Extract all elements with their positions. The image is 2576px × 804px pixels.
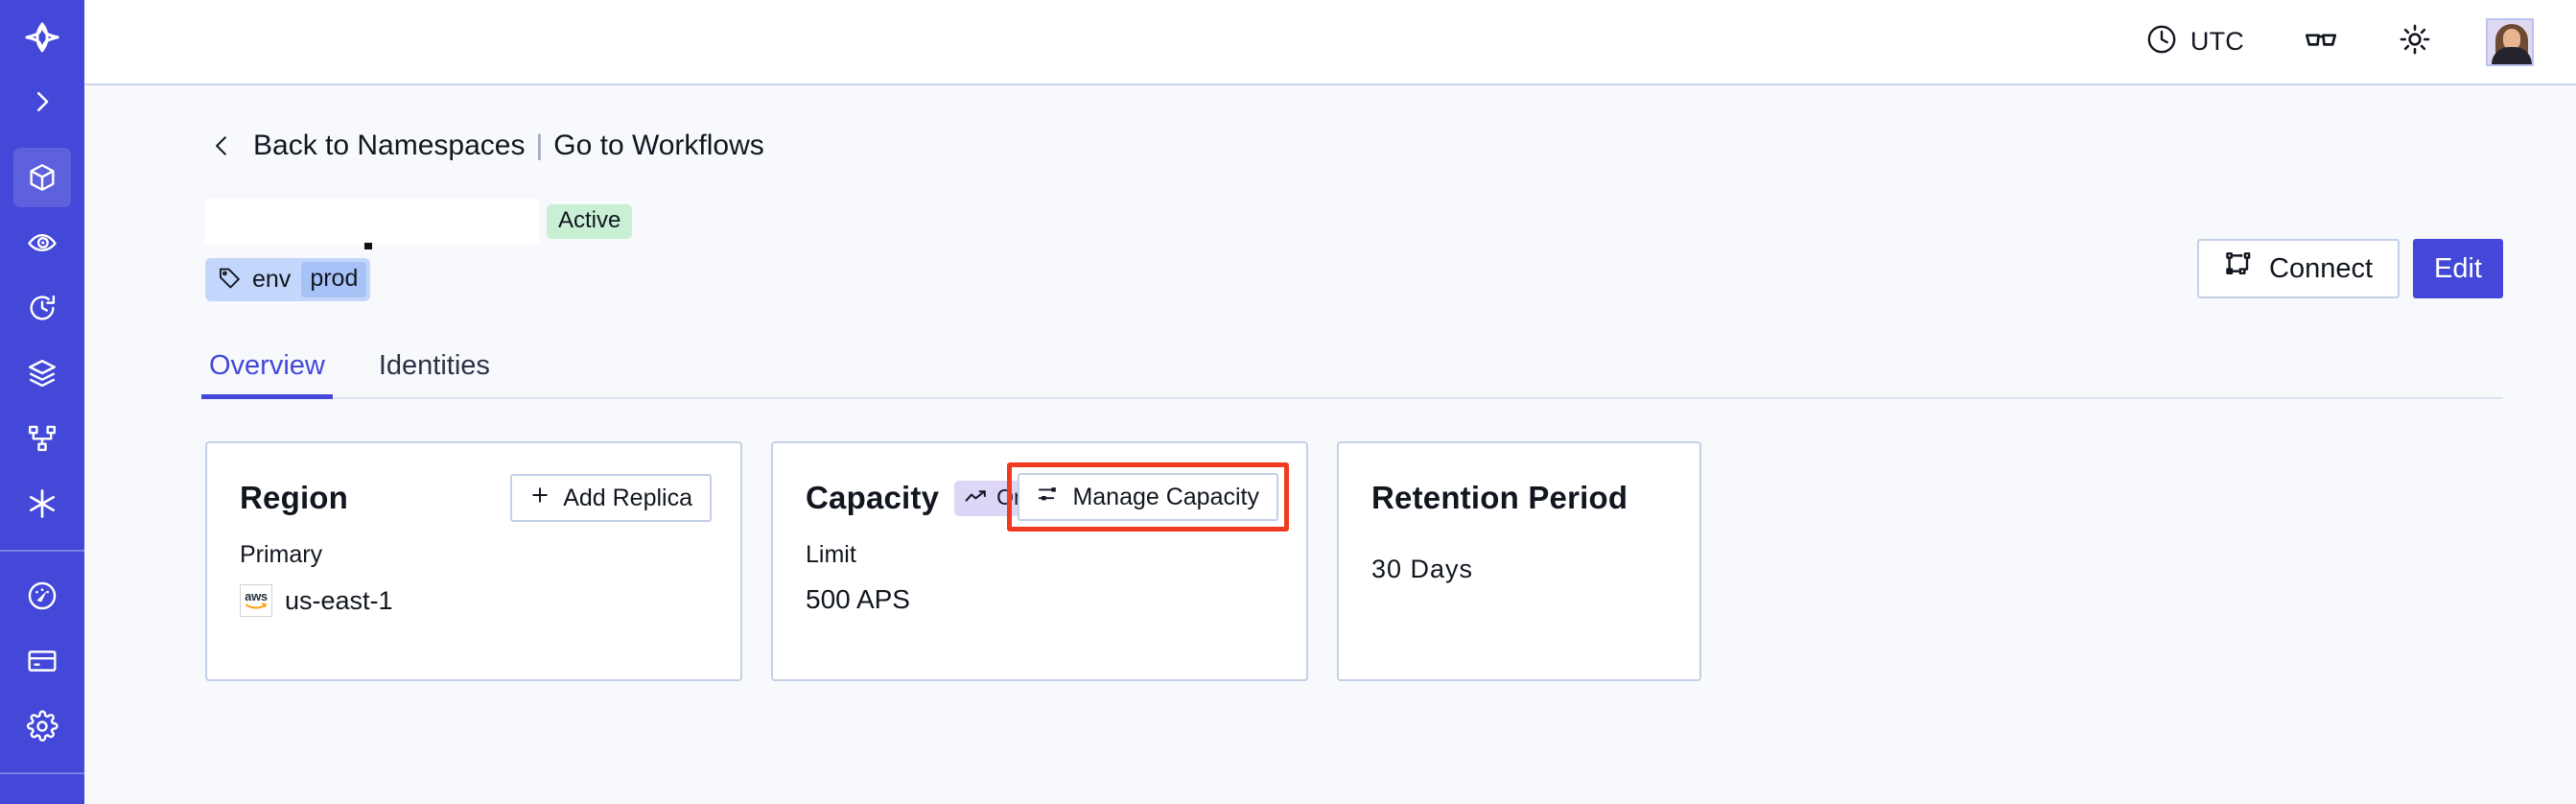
tab-identities[interactable]: Identities: [378, 350, 490, 381]
region-primary-label: Primary: [240, 541, 323, 568]
aws-logo-text: aws: [245, 589, 268, 603]
sidebar-item-workflows[interactable]: [13, 409, 71, 468]
connect-button-label: Connect: [2269, 252, 2374, 284]
region-value-row: aws us-east-1: [240, 584, 708, 617]
capacity-card: Capacity On-Demand: [771, 441, 1308, 681]
main-column: UTC: [84, 0, 2576, 804]
retention-card: Retention Period 30 Days: [1337, 441, 1701, 681]
sidebar-item-namespaces[interactable]: [13, 148, 71, 207]
sidebar-item-history[interactable]: [13, 278, 71, 338]
overview-cards: Region Add Replica Primary aws: [205, 441, 2576, 681]
page-title: [205, 199, 539, 245]
tag-key: env: [252, 266, 292, 293]
breadcrumb-separator: |: [535, 130, 544, 161]
capacity-card-header: Capacity On-Demand: [806, 476, 1274, 520]
header-actions: Connect Edit: [2197, 239, 2503, 298]
sidebar-item-usage[interactable]: [13, 566, 71, 626]
sidebar-item-settings[interactable]: [13, 697, 71, 756]
chevron-left-icon[interactable]: [209, 130, 234, 161]
region-value: us-east-1: [285, 585, 393, 615]
retention-card-title: Retention Period: [1371, 480, 1628, 515]
timezone-selector[interactable]: UTC: [2145, 23, 2244, 60]
capacity-limit-label: Limit: [806, 541, 856, 568]
sidebar-divider-1: [0, 550, 84, 552]
plus-icon: [529, 485, 550, 512]
region-card: Region Add Replica Primary aws: [205, 441, 742, 681]
sidebar-item-observability[interactable]: [13, 213, 71, 272]
tab-bar: Overview Identities: [201, 340, 2503, 399]
title-truncation-mark: [364, 243, 372, 249]
edit-button[interactable]: Edit: [2413, 239, 2503, 298]
breadcrumb-workflows-link[interactable]: Go to Workflows: [553, 130, 764, 161]
avatar-face: [2503, 28, 2520, 50]
capacity-card-title: Capacity: [806, 480, 940, 515]
tag-value: prod: [301, 262, 367, 297]
tab-overview[interactable]: Overview: [201, 350, 333, 399]
avatar-body: [2492, 46, 2532, 64]
glasses-icon: [2304, 22, 2338, 61]
sidebar-item-billing[interactable]: [13, 631, 71, 691]
tag-row: env prod: [205, 258, 2576, 301]
timezone-label: UTC: [2190, 27, 2244, 56]
sidebar-item-integrations[interactable]: [13, 474, 71, 533]
region-card-header: Region: [240, 476, 708, 520]
page-content: Back to Namespaces | Go to Workflows Act…: [84, 85, 2576, 804]
status-badge: Active: [547, 204, 633, 239]
readability-toggle[interactable]: [2304, 22, 2338, 61]
clock-icon: [2145, 23, 2178, 60]
on-demand-badge: On-Demand: [954, 480, 1129, 516]
aws-logo: aws: [240, 584, 272, 617]
top-bar: UTC: [84, 0, 2576, 85]
sidebar-divider-2: [0, 772, 84, 774]
trending-up-icon: [965, 486, 988, 508]
tag-icon: [218, 266, 242, 295]
connect-flow-icon: [2224, 249, 2255, 288]
retention-value: 30 Days: [1371, 555, 1474, 583]
sidebar-item-layers[interactable]: [13, 343, 71, 403]
capacity-limit-value: 500 APS: [806, 584, 910, 614]
avatar[interactable]: [2486, 17, 2534, 66]
breadcrumb: Back to Namespaces | Go to Workflows: [209, 130, 764, 162]
sidebar-expand-button[interactable]: [13, 73, 71, 130]
add-replica-label: Add Replica: [563, 484, 692, 511]
primary-sidebar: [0, 0, 84, 804]
add-replica-button[interactable]: Add Replica: [510, 474, 712, 522]
sun-icon: [2398, 22, 2432, 61]
connect-button[interactable]: Connect: [2197, 239, 2400, 298]
region-card-title: Region: [240, 480, 349, 515]
sparkle-logo-icon[interactable]: [13, 8, 71, 71]
retention-card-header: Retention Period: [1371, 476, 1667, 520]
on-demand-badge-label: On-Demand: [996, 484, 1117, 509]
namespace-title-row: Active: [205, 199, 2576, 249]
theme-toggle[interactable]: [2398, 22, 2432, 61]
namespace-tag[interactable]: env prod: [205, 258, 371, 301]
breadcrumb-back-link[interactable]: Back to Namespaces: [253, 130, 526, 161]
